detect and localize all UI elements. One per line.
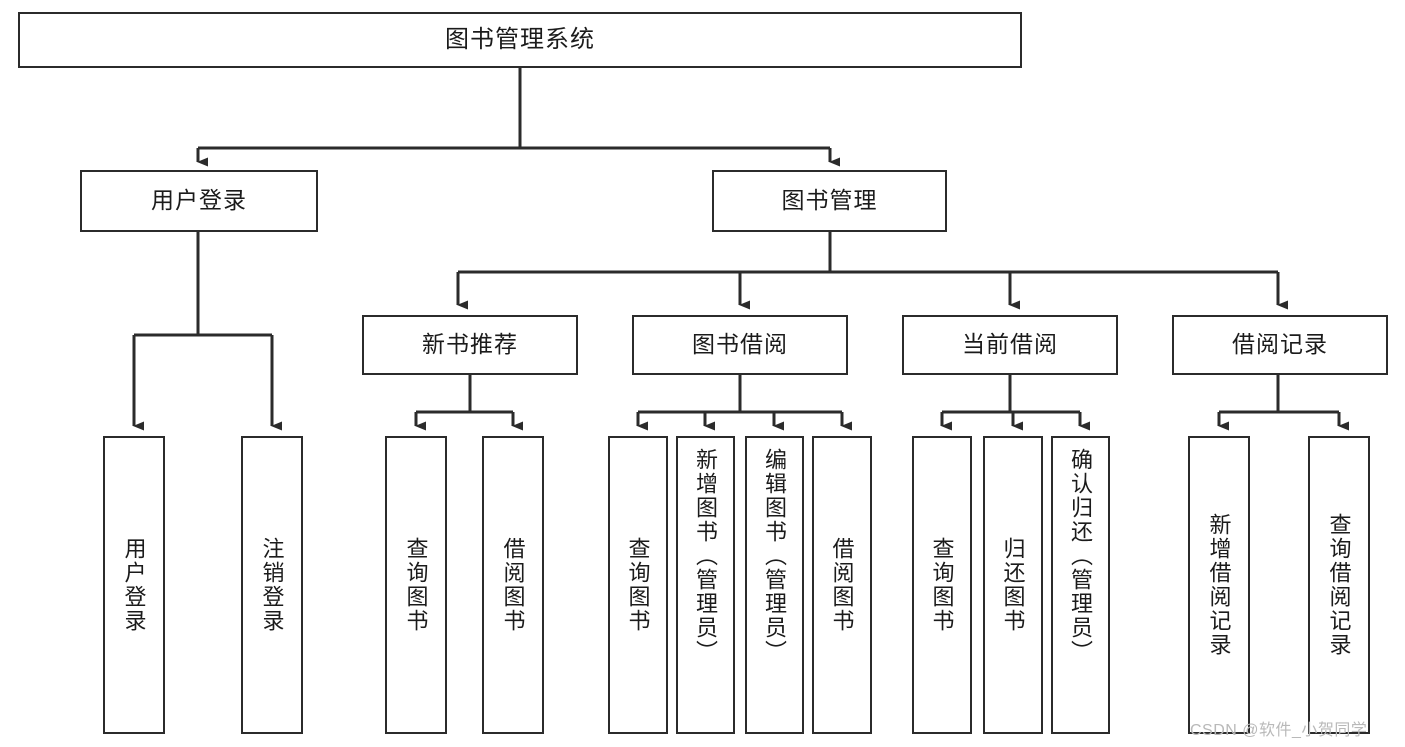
node-current-borrow[interactable]: 当前借阅 bbox=[902, 315, 1118, 375]
node-label: 归还图书 bbox=[1000, 537, 1026, 633]
leaf-confirm-return-admin[interactable]: 确认归还（管理员） bbox=[1051, 436, 1110, 734]
csdn-watermark: CSDN @软件_小贺同学 bbox=[1190, 722, 1368, 739]
leaf-borrow-book-recommend[interactable]: 借阅图书 bbox=[482, 436, 544, 734]
node-new-book-recommend[interactable]: 新书推荐 bbox=[362, 315, 578, 375]
node-book-borrow[interactable]: 图书借阅 bbox=[632, 315, 848, 375]
node-label: 借阅图书 bbox=[829, 537, 855, 633]
node-label: 新增图书（管理员） bbox=[693, 448, 719, 664]
leaf-query-book-current[interactable]: 查询图书 bbox=[912, 436, 972, 734]
node-label: 新书推荐 bbox=[422, 331, 518, 358]
node-label: 用户登录 bbox=[151, 187, 247, 214]
node-root-system[interactable]: 图书管理系统 bbox=[18, 12, 1022, 68]
leaf-query-book-recommend[interactable]: 查询图书 bbox=[385, 436, 447, 734]
leaf-return-book[interactable]: 归还图书 bbox=[983, 436, 1043, 734]
leaf-user-login[interactable]: 用户登录 bbox=[103, 436, 165, 734]
node-label: 查询图书 bbox=[929, 537, 955, 633]
node-label: 图书借阅 bbox=[692, 331, 788, 358]
leaf-query-borrow-record[interactable]: 查询借阅记录 bbox=[1308, 436, 1370, 734]
node-label: 编辑图书（管理员） bbox=[762, 448, 788, 664]
node-label: 图书管理系统 bbox=[445, 25, 595, 53]
node-user-login[interactable]: 用户登录 bbox=[80, 170, 318, 232]
node-label: 确认归还（管理员） bbox=[1068, 448, 1094, 664]
leaf-add-borrow-record[interactable]: 新增借阅记录 bbox=[1188, 436, 1250, 734]
node-label: 用户登录 bbox=[121, 537, 147, 633]
node-borrow-record[interactable]: 借阅记录 bbox=[1172, 315, 1388, 375]
node-label: 借阅记录 bbox=[1232, 331, 1328, 358]
leaf-logout[interactable]: 注销登录 bbox=[241, 436, 303, 734]
node-label: 查询借阅记录 bbox=[1326, 513, 1352, 657]
leaf-query-book-borrow[interactable]: 查询图书 bbox=[608, 436, 668, 734]
node-label: 图书管理 bbox=[781, 187, 878, 214]
leaf-add-book-admin[interactable]: 新增图书（管理员） bbox=[676, 436, 735, 734]
node-label: 查询图书 bbox=[625, 537, 651, 633]
node-label: 新增借阅记录 bbox=[1206, 513, 1232, 657]
node-label: 借阅图书 bbox=[500, 537, 526, 633]
node-label: 注销登录 bbox=[259, 537, 285, 633]
node-label: 当前借阅 bbox=[962, 331, 1058, 358]
leaf-edit-book-admin[interactable]: 编辑图书（管理员） bbox=[745, 436, 804, 734]
leaf-borrow-book[interactable]: 借阅图书 bbox=[812, 436, 872, 734]
node-book-management[interactable]: 图书管理 bbox=[712, 170, 947, 232]
node-label: 查询图书 bbox=[403, 537, 429, 633]
